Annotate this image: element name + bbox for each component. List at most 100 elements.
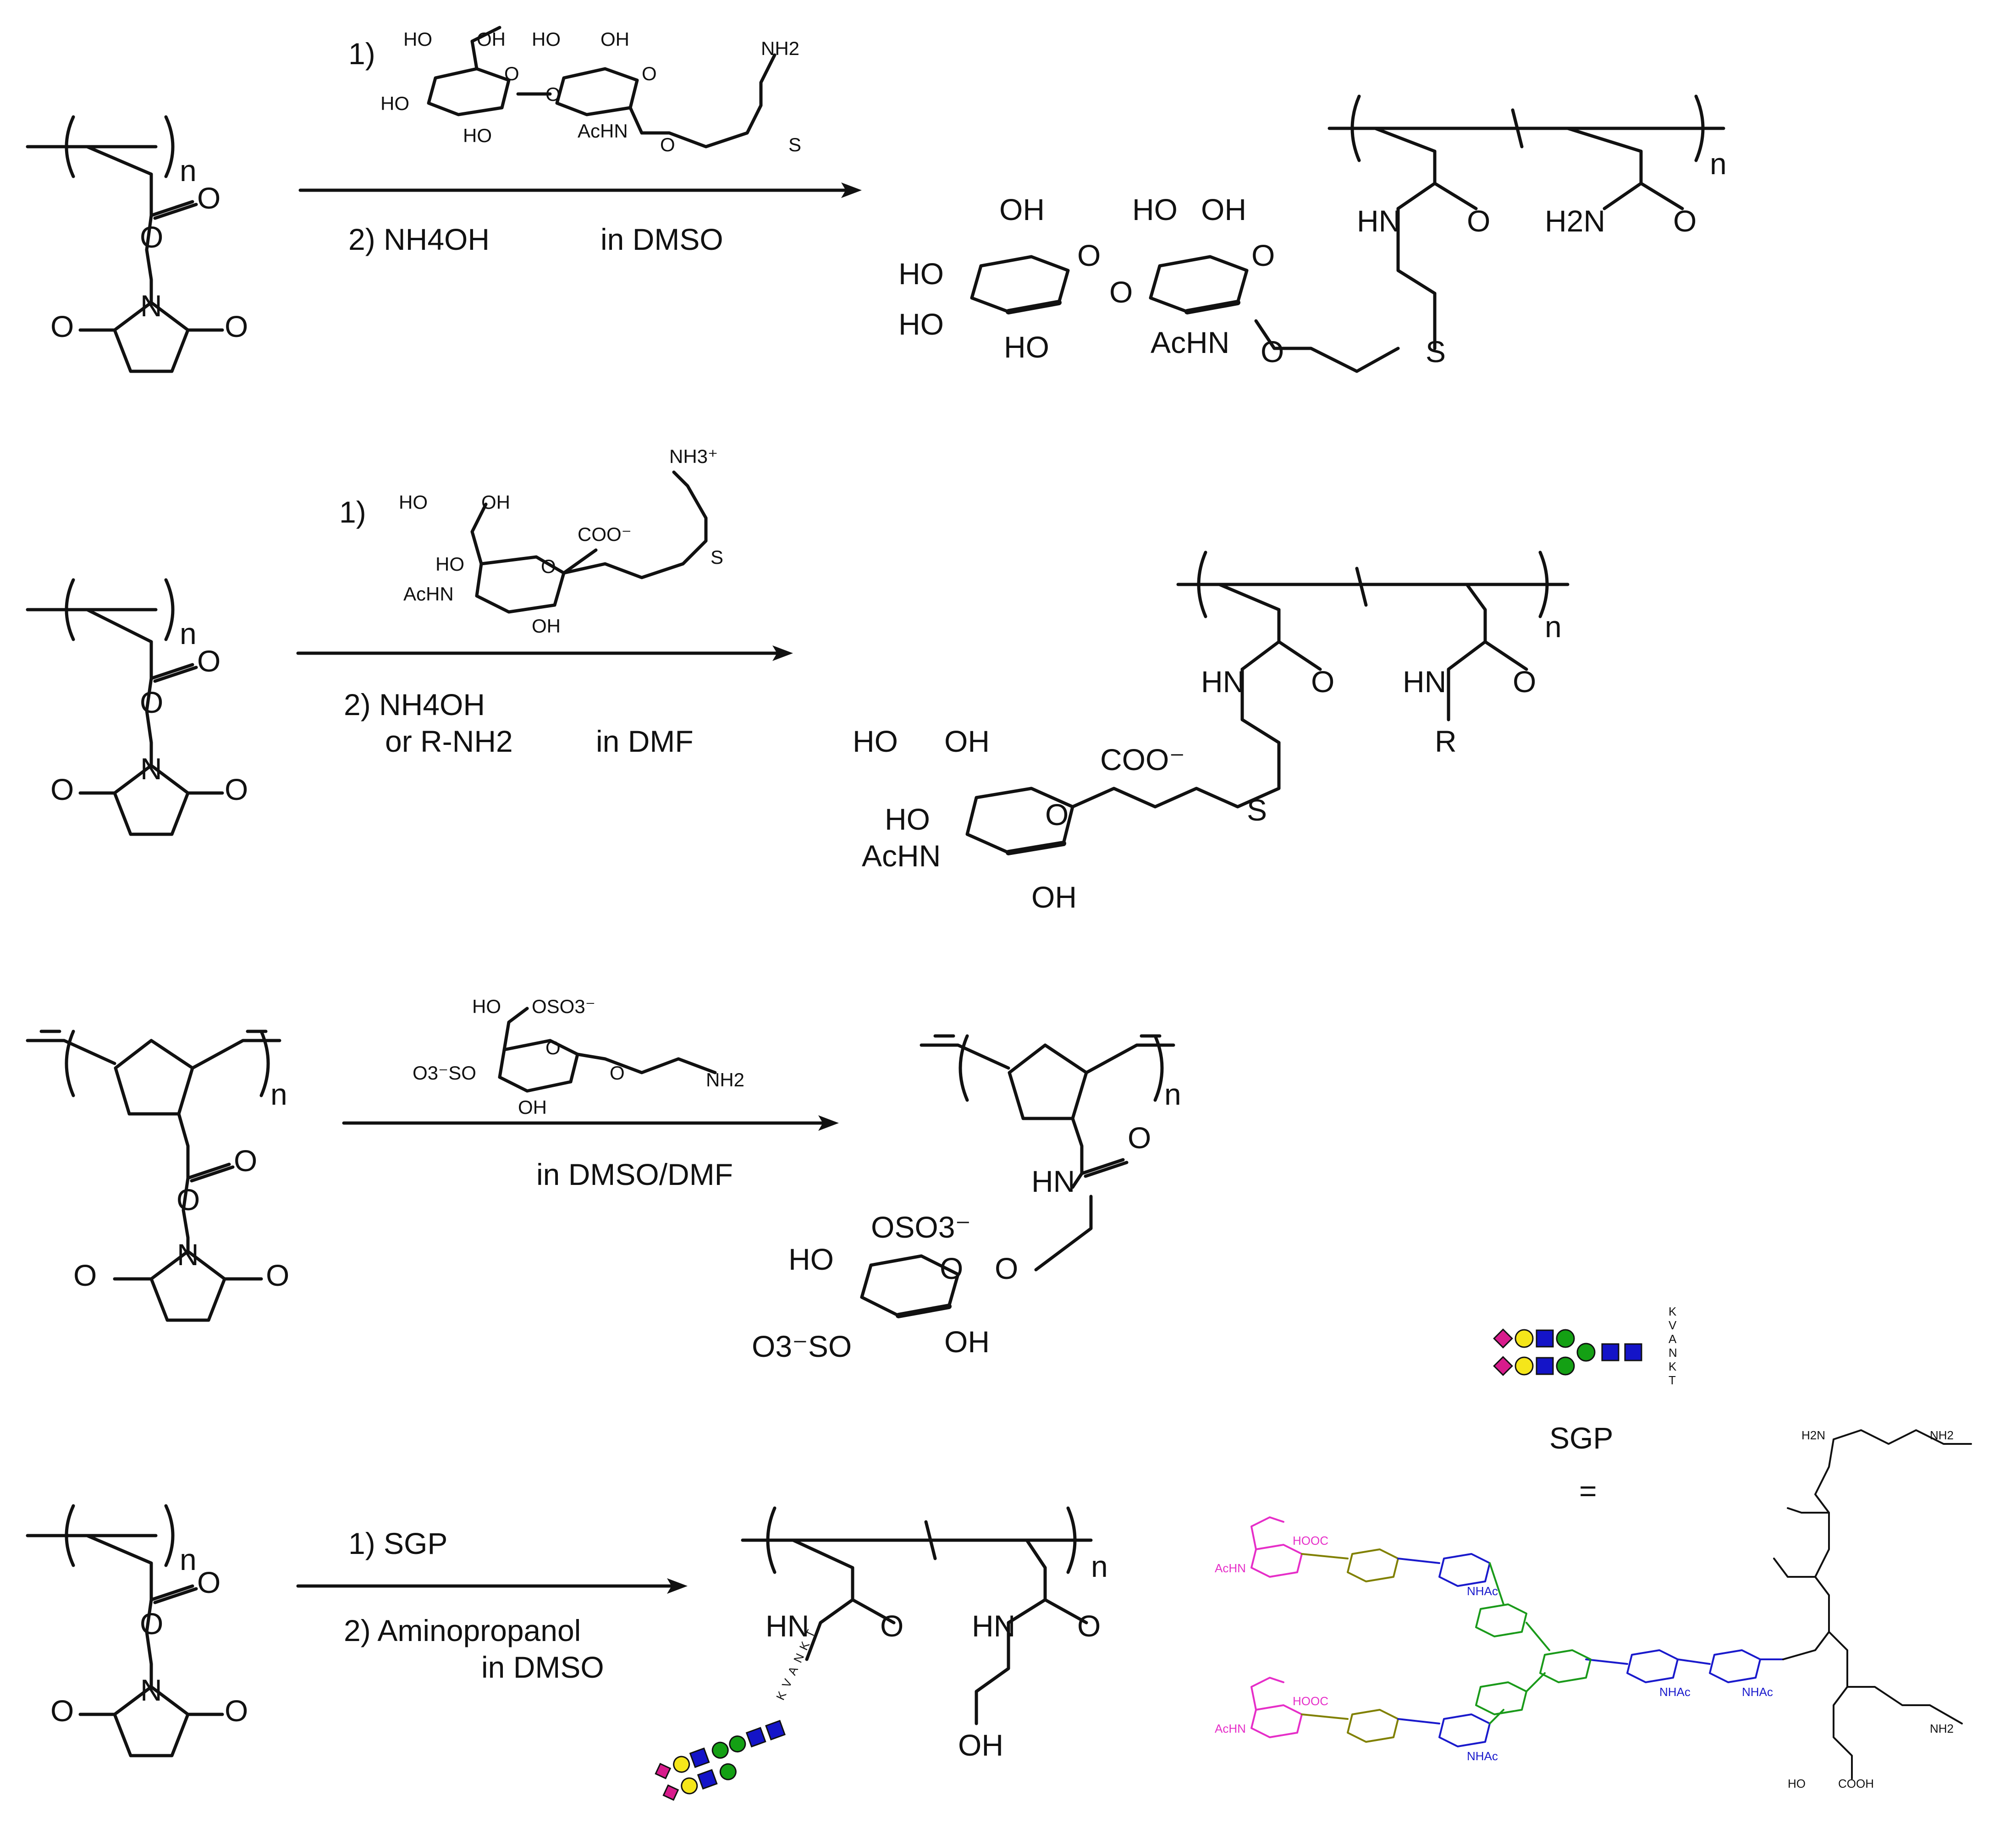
svg-text:O: O — [880, 1609, 903, 1643]
svg-text:HO: HO — [1788, 1777, 1806, 1790]
svg-text:AcHN: AcHN — [1215, 1561, 1246, 1575]
svg-text:in DMSO: in DMSO — [481, 1650, 604, 1684]
svg-text:NH2: NH2 — [761, 38, 799, 59]
svg-text:N: N — [177, 1238, 199, 1272]
svg-text:S: S — [1247, 793, 1267, 827]
svg-text:S: S — [788, 134, 801, 155]
step2-label: 2) NH4OH — [348, 222, 490, 256]
svg-text:OH: OH — [944, 1325, 990, 1359]
reagent-sialic-acid: HO OH HO AcHN OH O COO⁻ S NH3⁺ — [399, 446, 723, 637]
product-2: HO OH HO AcHN OH O COO⁻ S HN O HN O R n — [853, 551, 1570, 914]
svg-text:N: N — [1669, 1346, 1677, 1360]
svg-text:O: O — [197, 1565, 220, 1599]
svg-text:T: T — [1669, 1373, 1676, 1387]
svg-text:O3⁻SO: O3⁻SO — [752, 1329, 852, 1363]
svg-text:COO⁻: COO⁻ — [578, 523, 632, 545]
svg-text:HN: HN — [766, 1609, 809, 1643]
ester-o: O — [140, 220, 163, 254]
nhs-polymer-4: O O N O O n — [26, 1504, 248, 1757]
svg-text:HO: HO — [472, 996, 501, 1017]
svg-text:S: S — [1426, 335, 1446, 369]
reagent-disaccharide: HO OH HO HO OH HO O O O AcHN O S NH2 — [380, 26, 801, 155]
svg-text:2) Aminopropanol: 2) Aminopropanol — [344, 1614, 581, 1647]
svg-text:O: O — [1251, 238, 1275, 272]
norbornene-polymer-nhs: O O N O O n — [26, 1030, 289, 1322]
svg-text:O: O — [266, 1258, 289, 1292]
svg-text:HN: HN — [972, 1609, 1015, 1643]
step1-label: 1) — [348, 37, 375, 71]
svg-text:K: K — [773, 1689, 789, 1702]
svg-text:OSO3⁻: OSO3⁻ — [532, 996, 595, 1017]
svg-text:HO: HO — [885, 802, 930, 836]
gal-symbol — [673, 1756, 690, 1773]
svg-text:NH2: NH2 — [1930, 1428, 1954, 1442]
man-symbol — [719, 1763, 737, 1780]
svg-text:O: O — [50, 772, 74, 806]
sgp-structure: H2N NH2 NH2 HO COOH NHAc NHAc NHAc NHAc … — [1215, 1428, 1972, 1790]
svg-text:n: n — [1091, 1549, 1108, 1583]
svg-text:V: V — [779, 1676, 795, 1690]
svg-text:HN: HN — [1403, 665, 1446, 699]
svg-text:OH: OH — [532, 615, 561, 637]
svg-text:N: N — [140, 752, 162, 786]
svg-text:OH: OH — [477, 28, 506, 50]
svg-text:O: O — [50, 1694, 74, 1728]
svg-text:n: n — [270, 1077, 287, 1111]
nhs-polymer-2: O O N O O n — [26, 578, 248, 836]
man-symbol — [1556, 1329, 1575, 1348]
svg-text:K: K — [1669, 1305, 1677, 1318]
svg-text:O: O — [197, 644, 220, 678]
svg-text:O: O — [1077, 1609, 1101, 1643]
svg-text:HO: HO — [1132, 193, 1178, 226]
svg-text:or R-NH2: or R-NH2 — [385, 724, 513, 758]
svg-text:OH: OH — [1031, 880, 1077, 914]
man-symbol — [729, 1735, 746, 1753]
reagent-sulfated-galactose: HO OSO3⁻ O3⁻SO OH O O NH2 — [413, 996, 744, 1118]
repeat-n: n — [180, 154, 197, 187]
gal-symbol — [1515, 1329, 1534, 1348]
svg-text:AcHN: AcHN — [578, 120, 628, 142]
svg-text:n: n — [1164, 1077, 1181, 1111]
neu5ac-symbol — [655, 1762, 672, 1779]
attached-glycan-symbols — [655, 1720, 786, 1801]
svg-text:O: O — [1261, 335, 1284, 369]
svg-text:O: O — [1109, 275, 1133, 309]
glcnac-symbol — [697, 1769, 718, 1790]
svg-text:OH: OH — [518, 1096, 547, 1118]
svg-text:O: O — [545, 83, 561, 105]
svg-text:HN: HN — [1357, 204, 1400, 238]
glcnac-symbol — [1536, 1329, 1554, 1348]
svg-text:S: S — [711, 546, 723, 568]
svg-text:H2N: H2N — [1801, 1428, 1825, 1442]
sgp-symbol-legend: K V A N K T SGP = — [1493, 1305, 1677, 1508]
svg-text:NHAc: NHAc — [1659, 1685, 1691, 1699]
glcnac-symbol — [745, 1727, 766, 1748]
svg-text:O: O — [1077, 238, 1101, 272]
svg-text:N: N — [791, 1651, 807, 1665]
svg-text:HO: HO — [403, 28, 432, 50]
svg-text:HN: HN — [1201, 665, 1245, 699]
svg-text:O: O — [940, 1251, 963, 1285]
svg-text:HO: HO — [788, 1242, 834, 1276]
svg-text:n: n — [1545, 610, 1562, 644]
svg-text:O3⁻SO: O3⁻SO — [413, 1062, 476, 1084]
svg-text:OH: OH — [1201, 193, 1246, 226]
svg-text:HO: HO — [463, 125, 492, 146]
reaction-arrow-1: 1) 2) NH4OH in DMSO — [298, 37, 862, 256]
man-symbol — [711, 1741, 729, 1759]
man-symbol — [1576, 1343, 1596, 1362]
neu5ac-symbol — [1493, 1328, 1513, 1349]
svg-text:O: O — [140, 685, 163, 719]
svg-text:HO: HO — [380, 93, 409, 114]
svg-text:OH: OH — [999, 193, 1045, 226]
svg-text:O: O — [504, 63, 519, 84]
svg-text:OH: OH — [958, 1728, 1003, 1762]
glcnac-symbol — [689, 1747, 710, 1768]
nhs-polymer-1: O O N O O n — [26, 115, 248, 373]
svg-text:K: K — [1669, 1360, 1677, 1373]
reaction-arrow-2: 1) 2) NH4OH or R-NH2 in DMF — [296, 495, 793, 758]
svg-text:n: n — [1710, 147, 1727, 181]
svg-text:O: O — [541, 556, 556, 577]
svg-text:HOOC: HOOC — [1293, 1694, 1328, 1708]
